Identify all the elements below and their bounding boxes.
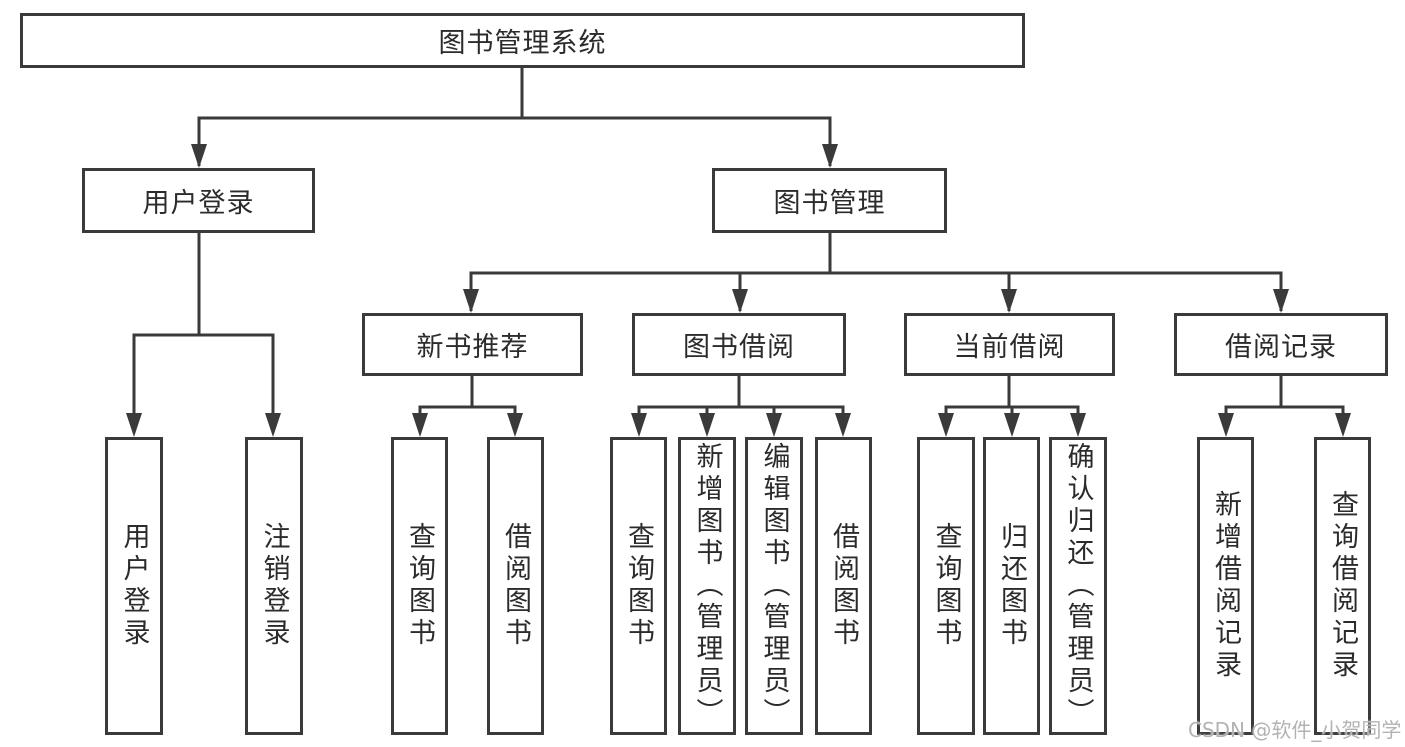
leaf-records-query-record: 查询借阅记录 <box>1314 437 1371 735</box>
node-borrowing-records: 借阅记录 <box>1174 313 1388 376</box>
leaf-newbooks-query-books: 查询图书 <box>391 437 448 735</box>
leaf-borrowing-add-books-admin-label: 新增图书（管理员） <box>691 442 723 730</box>
leaf-newbooks-query-books-label: 查询图书 <box>404 522 435 650</box>
leaf-borrowing-borrow-books-label: 借阅图书 <box>828 522 859 650</box>
leaf-current-confirm-return-admin-label: 确认归还（管理员） <box>1062 442 1094 730</box>
csdn-watermark: CSDN @软件_小贺同学 <box>1188 718 1402 742</box>
node-book-borrowing: 图书借阅 <box>632 313 846 376</box>
node-user-login: 用户登录 <box>82 168 315 233</box>
leaf-logout-login-label: 注销登录 <box>258 522 290 650</box>
leaf-current-return-books-label: 归还图书 <box>996 522 1027 650</box>
leaf-borrowing-query-books: 查询图书 <box>610 437 667 735</box>
leaf-borrowing-add-books-admin: 新增图书（管理员） <box>678 437 736 735</box>
node-root: 图书管理系统 <box>20 13 1025 68</box>
leaf-current-query-books-label: 查询图书 <box>930 522 962 650</box>
leaf-newbooks-borrow-books-label: 借阅图书 <box>500 522 531 650</box>
leaf-current-confirm-return-admin: 确认归还（管理员） <box>1049 437 1107 735</box>
leaf-records-add-record: 新增借阅记录 <box>1197 437 1254 735</box>
leaf-records-query-record-label: 查询借阅记录 <box>1327 490 1358 682</box>
leaf-current-return-books: 归还图书 <box>983 437 1040 735</box>
leaf-user-login-label: 用户登录 <box>118 522 150 650</box>
leaf-newbooks-borrow-books: 借阅图书 <box>487 437 544 735</box>
leaf-borrowing-edit-books-admin-label: 编辑图书（管理员） <box>758 442 790 730</box>
node-book-management: 图书管理 <box>712 168 947 233</box>
leaf-user-login: 用户登录 <box>105 437 163 735</box>
leaf-borrowing-borrow-books: 借阅图书 <box>815 437 872 735</box>
leaf-records-add-record-label: 新增借阅记录 <box>1210 490 1241 682</box>
leaf-borrowing-query-books-label: 查询图书 <box>623 522 654 650</box>
leaf-borrowing-edit-books-admin: 编辑图书（管理员） <box>745 437 803 735</box>
node-new-book-recommend: 新书推荐 <box>362 313 583 376</box>
node-current-borrowing: 当前借阅 <box>904 313 1115 376</box>
leaf-logout-login: 注销登录 <box>245 437 303 735</box>
leaf-current-query-books: 查询图书 <box>917 437 975 735</box>
